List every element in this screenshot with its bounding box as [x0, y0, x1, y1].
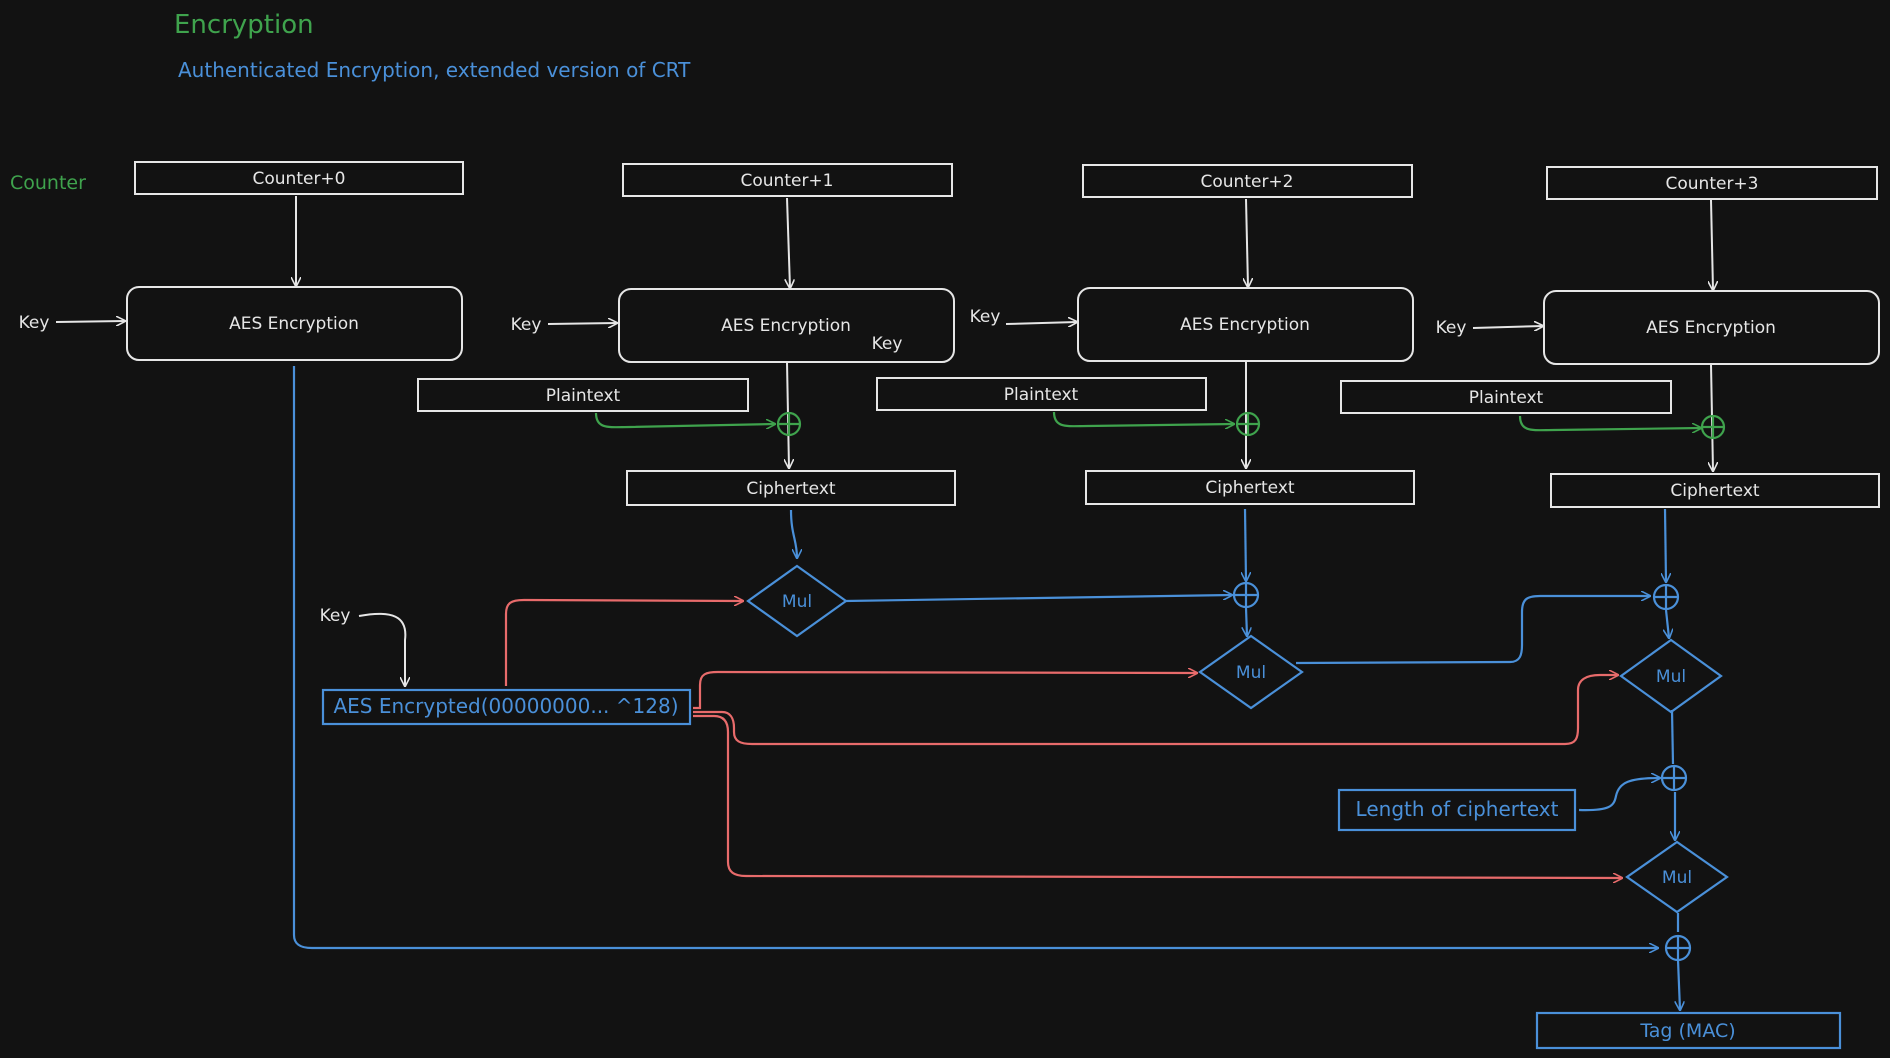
mul1-label: Mul — [782, 592, 812, 612]
arrow-key1-aes — [547, 323, 617, 324]
mul3-label: Mul — [1656, 667, 1686, 687]
diagram-title: Encryption — [174, 10, 314, 40]
xor-ghash-2-icon — [1232, 581, 1260, 609]
stray-key-label: Key — [872, 334, 903, 354]
counter1-box — [622, 163, 953, 197]
arrow-plaintext1-xor — [594, 412, 775, 427]
arrow-ciphertext2-xor2 — [1245, 508, 1246, 581]
xor-plaintext1-icon — [776, 411, 802, 437]
aes3-label: AES Encryption — [1646, 318, 1776, 338]
green-connectors — [594, 411, 1726, 440]
arrow-mul1-xor2 — [844, 595, 1232, 603]
aes1-box — [618, 288, 955, 363]
arrow-ciphertext1-mul1 — [789, 509, 797, 558]
arrow-aes0-xor5 — [292, 366, 1658, 948]
blue-connectors — [292, 366, 1842, 1050]
arrow-xor3-mul3 — [1666, 609, 1669, 638]
h-box — [321, 688, 692, 726]
mul4-diamond — [1625, 840, 1729, 914]
arrow-counter1-aes — [787, 197, 790, 288]
arrow-key3-aes — [1472, 326, 1543, 328]
arrow-h-mul2 — [693, 672, 1197, 710]
tag-label: Tag (MAC) — [1639, 1020, 1735, 1042]
length-box-label: Length of ciphertext — [1356, 797, 1559, 821]
arrow-mul3-xor4 — [1670, 709, 1675, 765]
white-labels: Counter+0 Counter+1 Counter+2 Counter+3 … — [19, 169, 1776, 626]
arrow-h-mul3 — [693, 675, 1618, 746]
key0-label: Key — [19, 313, 50, 333]
h-box-label: AES Encrypted(00000000... ^128) — [333, 694, 678, 718]
plaintext3-box — [1340, 380, 1672, 414]
arrow-xor5-tag — [1678, 959, 1680, 1010]
plaintext1-box — [417, 378, 749, 412]
key1-label: Key — [511, 315, 542, 335]
counter1-label: Counter+1 — [741, 171, 834, 191]
ciphertext3-box — [1550, 473, 1880, 508]
arrow-h-mul4 — [693, 714, 1622, 878]
mul2-diamond — [1198, 634, 1304, 710]
arrow-xor2-mul2 — [1246, 607, 1247, 636]
mul3-diamond — [1619, 638, 1723, 714]
arrow-h-mul1 — [504, 600, 743, 686]
aes2-box — [1077, 287, 1414, 362]
arrow-counter2-aes — [1246, 198, 1248, 287]
red-connectors — [504, 600, 1622, 878]
diagram-subtitle: Authenticated Encryption, extended versi… — [178, 58, 691, 82]
plaintext3-label: Plaintext — [1469, 388, 1544, 408]
arrow-length-xor4 — [1578, 778, 1660, 812]
key2-label: Key — [970, 307, 1001, 327]
arrow-ciphertext3-xor3 — [1665, 508, 1666, 582]
aes1-label: AES Encryption — [721, 316, 851, 336]
tag-box — [1535, 1011, 1842, 1050]
ciphertext1-box — [626, 470, 956, 506]
arrow-key0-aes — [55, 321, 125, 322]
xor-plaintext2-icon — [1235, 411, 1261, 437]
plaintext1-label: Plaintext — [546, 386, 621, 406]
counter3-label: Counter+3 — [1666, 174, 1759, 194]
blue-labels: AES Encrypted(00000000... ^128) Mul Mul … — [333, 592, 1735, 1042]
xor-ghash-3-icon — [1652, 583, 1680, 611]
arrow-plaintext2-xor — [1052, 411, 1234, 426]
xor-length-icon — [1660, 764, 1688, 792]
arrow-counter3-aes — [1711, 199, 1713, 290]
counter2-label: Counter+2 — [1201, 172, 1294, 192]
key3-label: Key — [1436, 318, 1467, 338]
aes0-label: AES Encryption — [229, 314, 359, 334]
arrow-hashkey-hbox — [358, 612, 405, 686]
mul4-label: Mul — [1662, 868, 1692, 888]
counter0-box — [134, 161, 464, 195]
ciphertext1-label: Ciphertext — [746, 479, 835, 499]
xor-final-icon — [1664, 934, 1692, 962]
white-boxes — [126, 161, 1880, 508]
aes0-box — [126, 286, 463, 361]
aes3-box — [1543, 290, 1880, 365]
arrow-plaintext3-xor — [1518, 415, 1701, 430]
length-box — [1337, 788, 1577, 832]
counter-row-label: Counter — [10, 172, 86, 194]
xor-plaintext3-icon — [1700, 414, 1726, 440]
ciphertext2-box — [1085, 470, 1415, 505]
ciphertext2-label: Ciphertext — [1205, 478, 1294, 498]
aes2-label: AES Encryption — [1180, 315, 1310, 335]
counter3-box — [1546, 166, 1878, 200]
ciphertext3-label: Ciphertext — [1670, 481, 1759, 501]
plaintext2-label: Plaintext — [1004, 385, 1079, 405]
arrow-mul2-xor3 — [1295, 596, 1650, 665]
white-connectors — [55, 196, 1713, 686]
plaintext2-box — [876, 377, 1207, 411]
arrow-key2-aes — [1005, 322, 1077, 324]
counter0-label: Counter+0 — [253, 169, 346, 189]
mul1-diamond — [746, 564, 848, 638]
hash-key-label: Key — [320, 606, 351, 626]
counter2-box — [1082, 164, 1413, 198]
mul2-label: Mul — [1236, 663, 1266, 683]
